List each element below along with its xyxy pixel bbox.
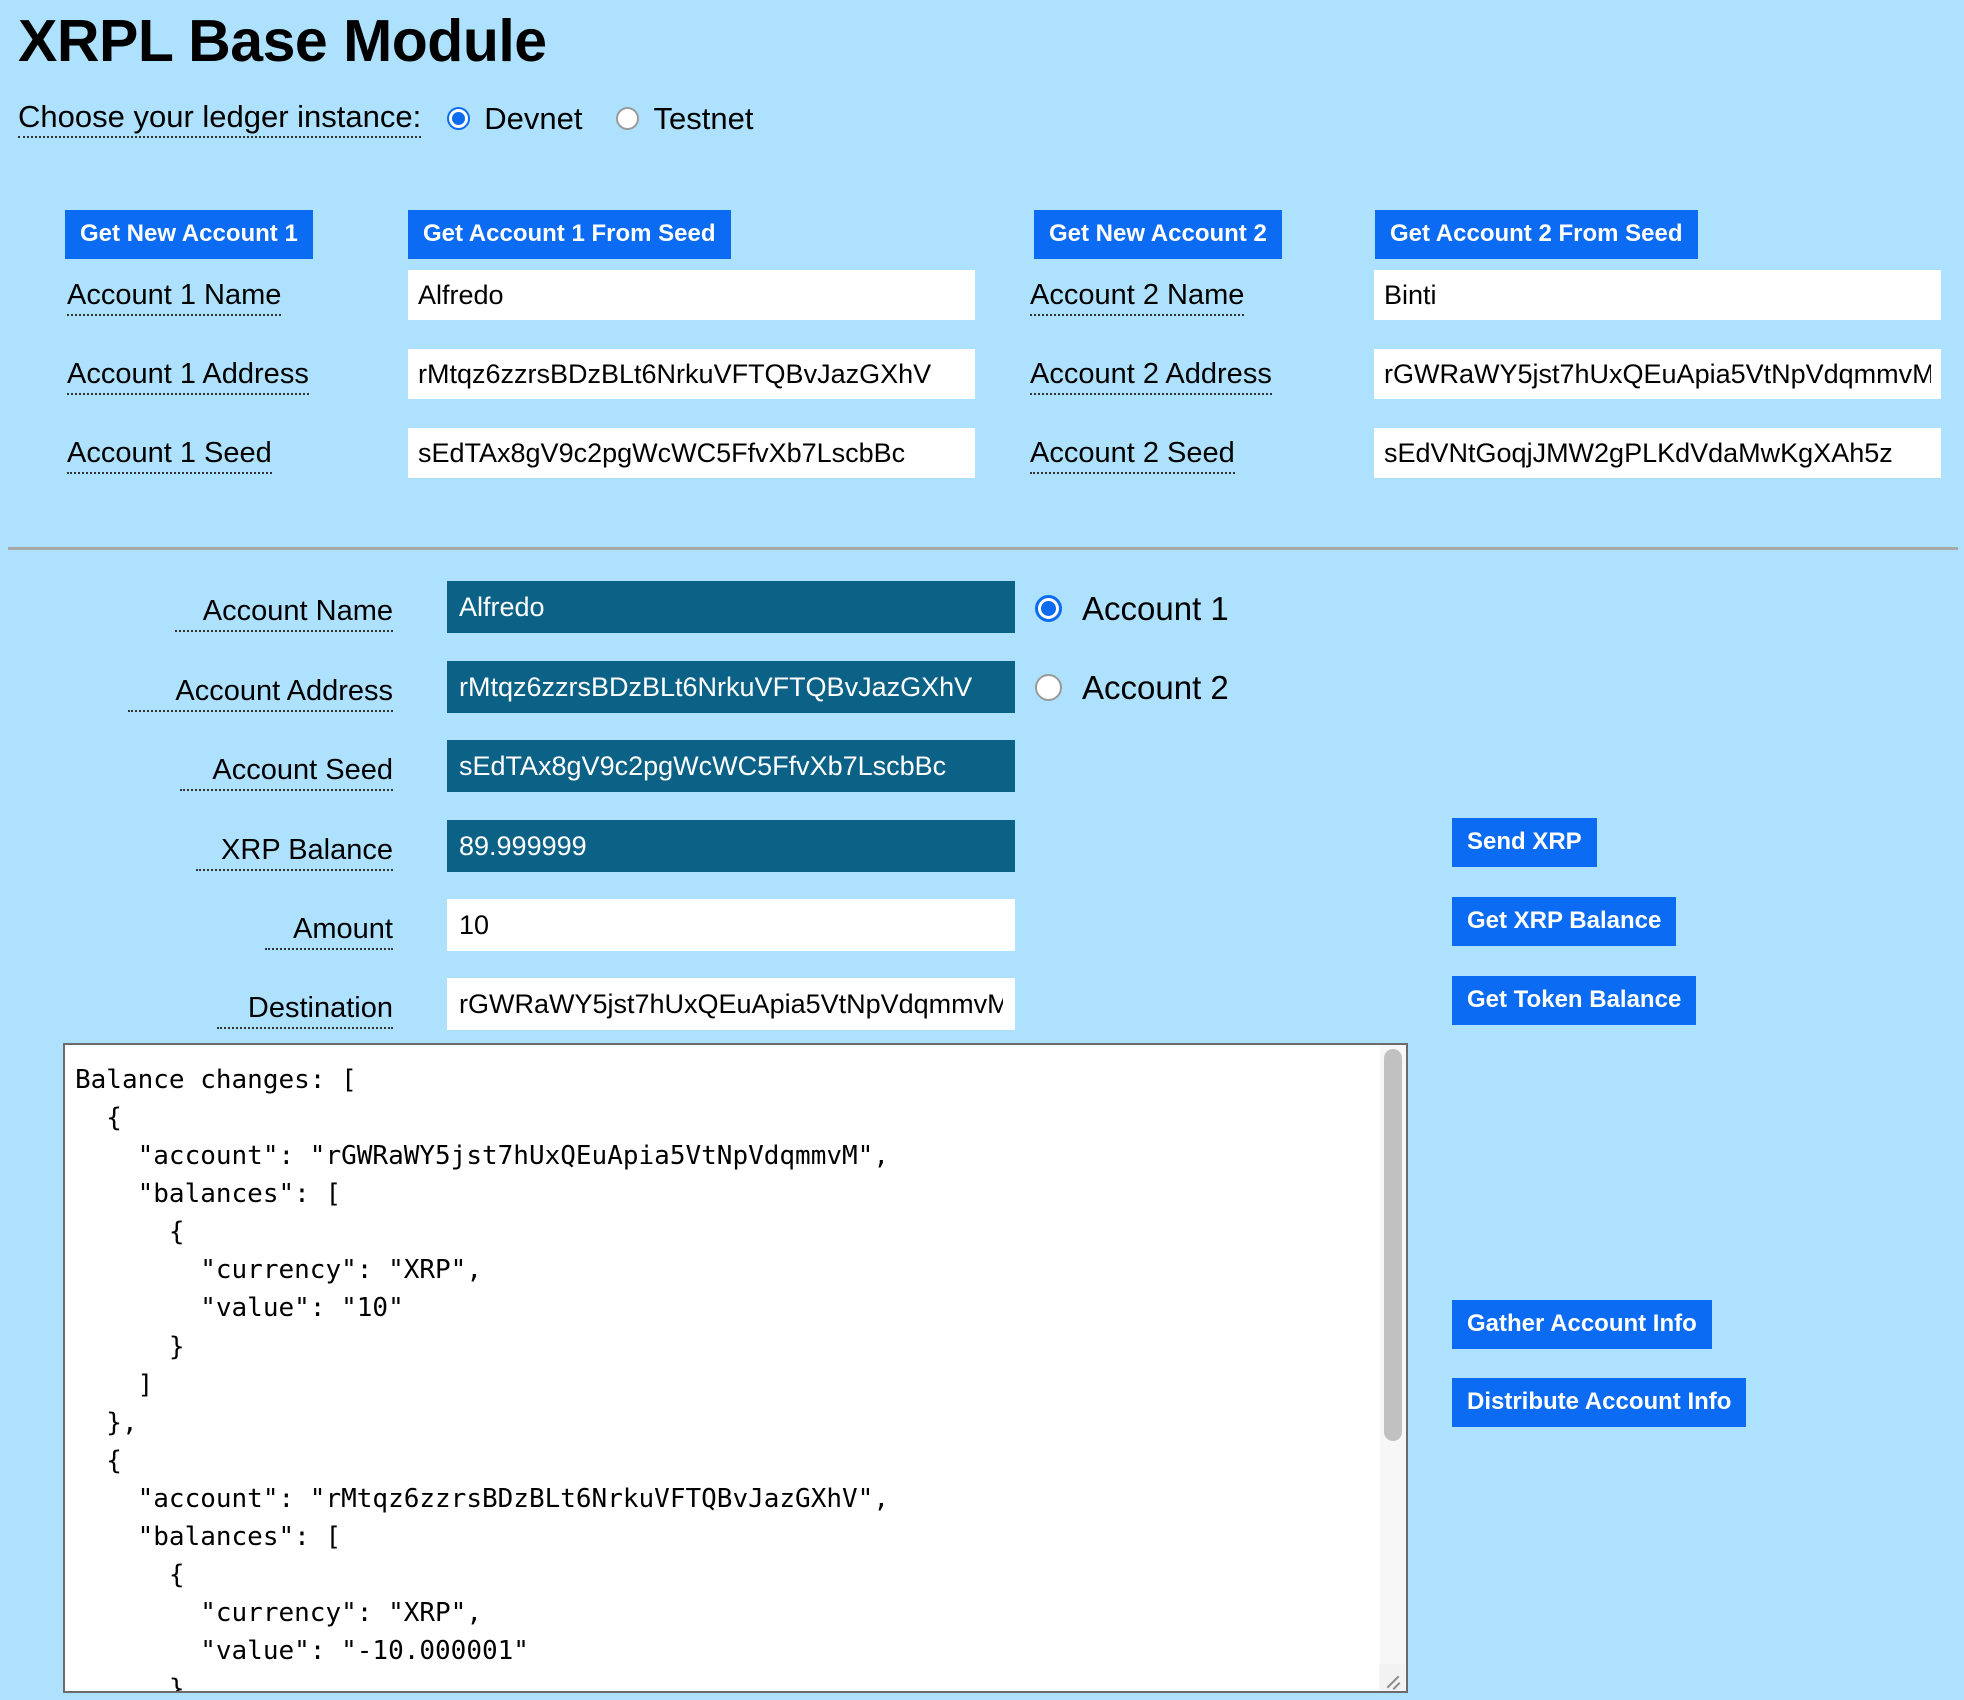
account-2-name-label: Account 2 Name bbox=[1030, 279, 1245, 316]
destination-label: Destination bbox=[217, 992, 393, 1029]
active-account-selector: Account 1 Account 2 bbox=[1035, 582, 1229, 740]
account-1-name-input[interactable] bbox=[408, 270, 975, 320]
account-2-seed-label: Account 2 Seed bbox=[1030, 437, 1235, 474]
account-2-seed-input[interactable] bbox=[1374, 428, 1941, 478]
active-account-seed-input[interactable] bbox=[447, 740, 1015, 792]
account-1-address-label: Account 1 Address bbox=[67, 358, 309, 395]
results-log-scrollbar[interactable] bbox=[1380, 1045, 1406, 1691]
active-account-xrp-balance-label: XRP Balance bbox=[196, 834, 393, 871]
radio-testnet-label: Testnet bbox=[653, 100, 754, 136]
results-log-text[interactable]: Balance changes: [ { "account": "rGWRaWY… bbox=[75, 1065, 889, 1691]
get-xrp-balance-button[interactable]: Get XRP Balance bbox=[1452, 897, 1677, 946]
account-1-seed-label: Account 1 Seed bbox=[67, 437, 272, 474]
amount-label: Amount bbox=[265, 913, 393, 950]
radio-option-account-1[interactable]: Account 1 bbox=[1035, 582, 1229, 634]
radio-testnet-icon[interactable] bbox=[616, 107, 640, 131]
active-account-name-label: Account Name bbox=[175, 595, 393, 632]
page-title: XRPL Base Module bbox=[18, 8, 547, 74]
account-2-address-input[interactable] bbox=[1374, 349, 1941, 399]
radio-account-2-label: Account 2 bbox=[1082, 668, 1229, 706]
get-new-account-2-button[interactable]: Get New Account 2 bbox=[1034, 210, 1282, 259]
account-1-seed-input[interactable] bbox=[408, 428, 975, 478]
account-1-name-label: Account 1 Name bbox=[67, 279, 282, 316]
account-2-name-input[interactable] bbox=[1374, 270, 1941, 320]
radio-account-1-label: Account 1 bbox=[1082, 589, 1229, 627]
results-log-resize-handle[interactable] bbox=[1379, 1664, 1405, 1690]
radio-option-devnet[interactable]: Devnet bbox=[447, 100, 583, 136]
account-1-address-input[interactable] bbox=[408, 349, 975, 399]
get-token-balance-button[interactable]: Get Token Balance bbox=[1452, 976, 1697, 1025]
results-log-container[interactable]: Balance changes: [ { "account": "rGWRaWY… bbox=[63, 1043, 1408, 1693]
ledger-radio-group: Devnet Testnet bbox=[447, 100, 787, 136]
destination-input[interactable] bbox=[447, 978, 1015, 1030]
active-account-address-input[interactable] bbox=[447, 661, 1015, 713]
send-xrp-button[interactable]: Send XRP bbox=[1452, 818, 1597, 867]
account-2-address-label: Account 2 Address bbox=[1030, 358, 1272, 395]
radio-account-2-icon[interactable] bbox=[1035, 673, 1062, 701]
radio-devnet-label: Devnet bbox=[484, 100, 583, 136]
active-account-seed-label: Account Seed bbox=[180, 754, 393, 791]
results-log-scrollbar-thumb[interactable] bbox=[1384, 1049, 1402, 1441]
get-new-account-1-button[interactable]: Get New Account 1 bbox=[65, 210, 313, 259]
active-account-address-label: Account Address bbox=[128, 675, 393, 712]
radio-account-1-icon[interactable] bbox=[1035, 594, 1062, 622]
section-divider bbox=[8, 547, 1958, 550]
amount-input[interactable] bbox=[447, 899, 1015, 951]
ledger-instance-label: Choose your ledger instance: bbox=[18, 99, 422, 138]
radio-devnet-icon[interactable] bbox=[447, 107, 471, 131]
get-account-2-from-seed-button[interactable]: Get Account 2 From Seed bbox=[1375, 210, 1698, 259]
active-account-xrp-balance-input[interactable] bbox=[447, 820, 1015, 872]
get-account-1-from-seed-button[interactable]: Get Account 1 From Seed bbox=[408, 210, 731, 259]
ledger-chooser-row: Choose your ledger instance: Devnet Test… bbox=[0, 76, 1964, 138]
radio-option-account-2[interactable]: Account 2 bbox=[1035, 661, 1229, 713]
distribute-account-info-button[interactable]: Distribute Account Info bbox=[1452, 1378, 1747, 1427]
radio-option-testnet[interactable]: Testnet bbox=[616, 100, 754, 136]
active-account-name-input[interactable] bbox=[447, 581, 1015, 633]
gather-account-info-button[interactable]: Gather Account Info bbox=[1452, 1300, 1712, 1349]
